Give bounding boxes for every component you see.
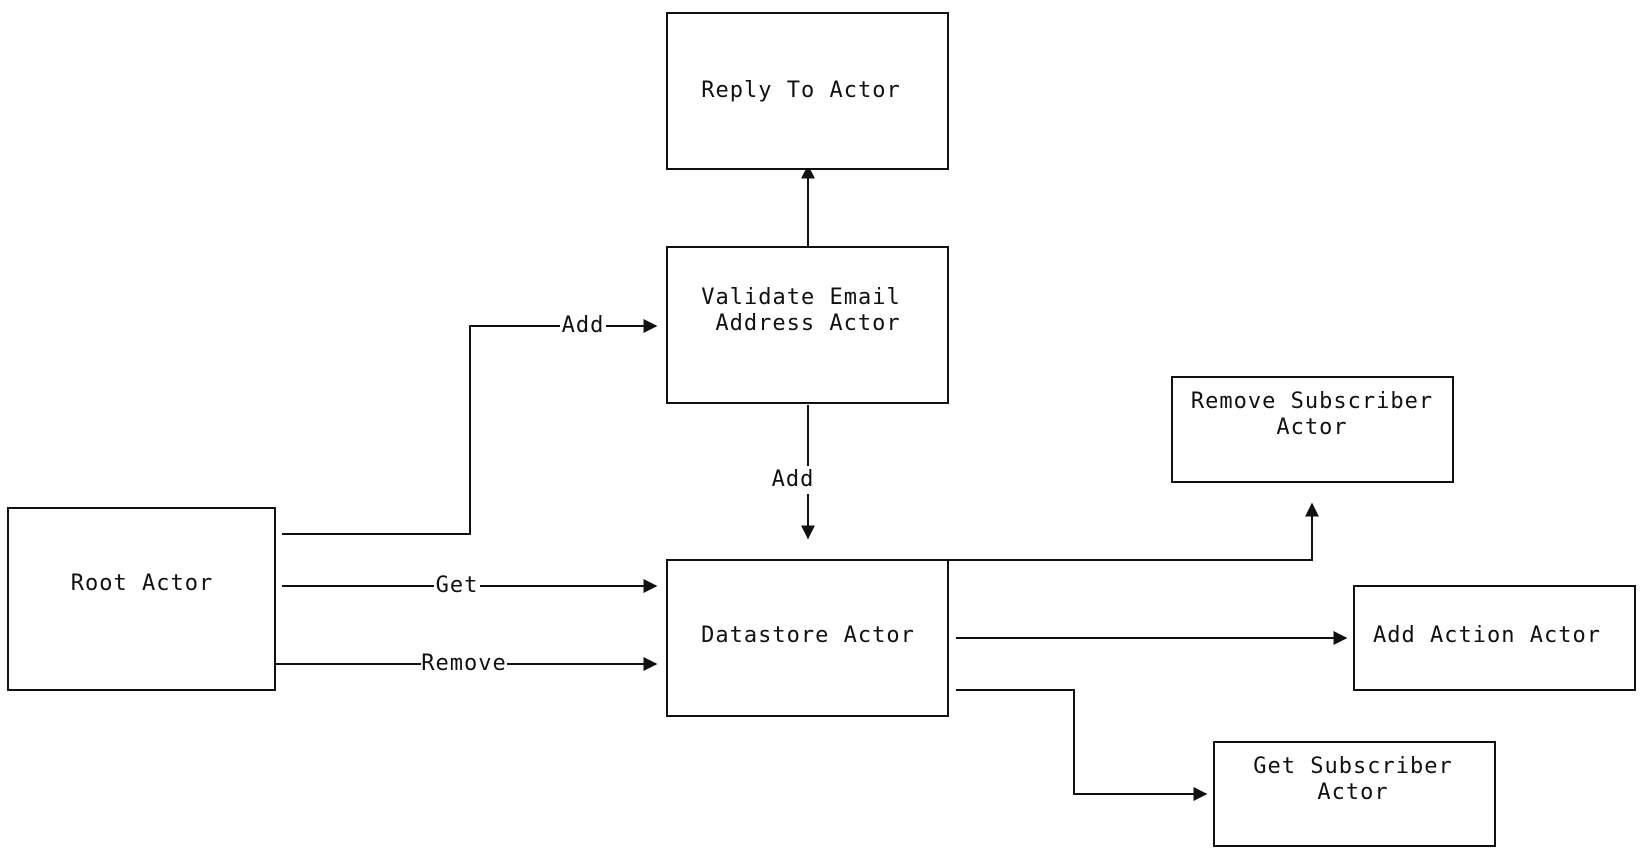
node-label: Root Actor [71,571,213,596]
node-remove-subscriber-actor: Remove Subscriber Actor [1171,376,1454,483]
node-label: Datastore Actor [701,623,915,648]
edge-root-to-datastore-get: Get [282,572,658,600]
node-label: Add Action Actor [1373,623,1601,648]
node-validate-email-address-actor: Validate Email Address Actor [666,246,949,404]
edge-validate-to-datastore: Add [770,405,816,540]
edge-root-to-datastore-remove: Remove [276,650,658,678]
edge-datastore-to-remove-subscriber [948,502,1319,561]
node-label-line1: Remove Subscriber [1191,389,1433,414]
node-label-line2: Address Actor [715,311,900,336]
edge-label-add: Add [562,313,605,338]
node-add-action-actor: Add Action Actor [1353,585,1636,691]
node-datastore-actor: Datastore Actor [666,559,949,717]
node-get-subscriber-actor: Get Subscriber Actor [1213,741,1496,847]
node-label-line2: Actor [1317,780,1388,805]
node-label-line1: Validate Email [701,285,900,310]
edge-label-get: Get [436,573,479,598]
edge-label-remove: Remove [421,651,506,676]
edge-label-add: Add [772,467,815,492]
node-label-line2: Actor [1276,415,1347,440]
node-root-actor: Root Actor [7,507,276,691]
node-reply-to-actor: Reply To Actor [666,12,949,170]
edge-datastore-to-get-subscriber [956,689,1208,801]
node-label-line1: Get Subscriber [1253,754,1452,779]
node-label: Reply To Actor [701,78,900,103]
edge-root-to-validate: Add [282,312,658,535]
